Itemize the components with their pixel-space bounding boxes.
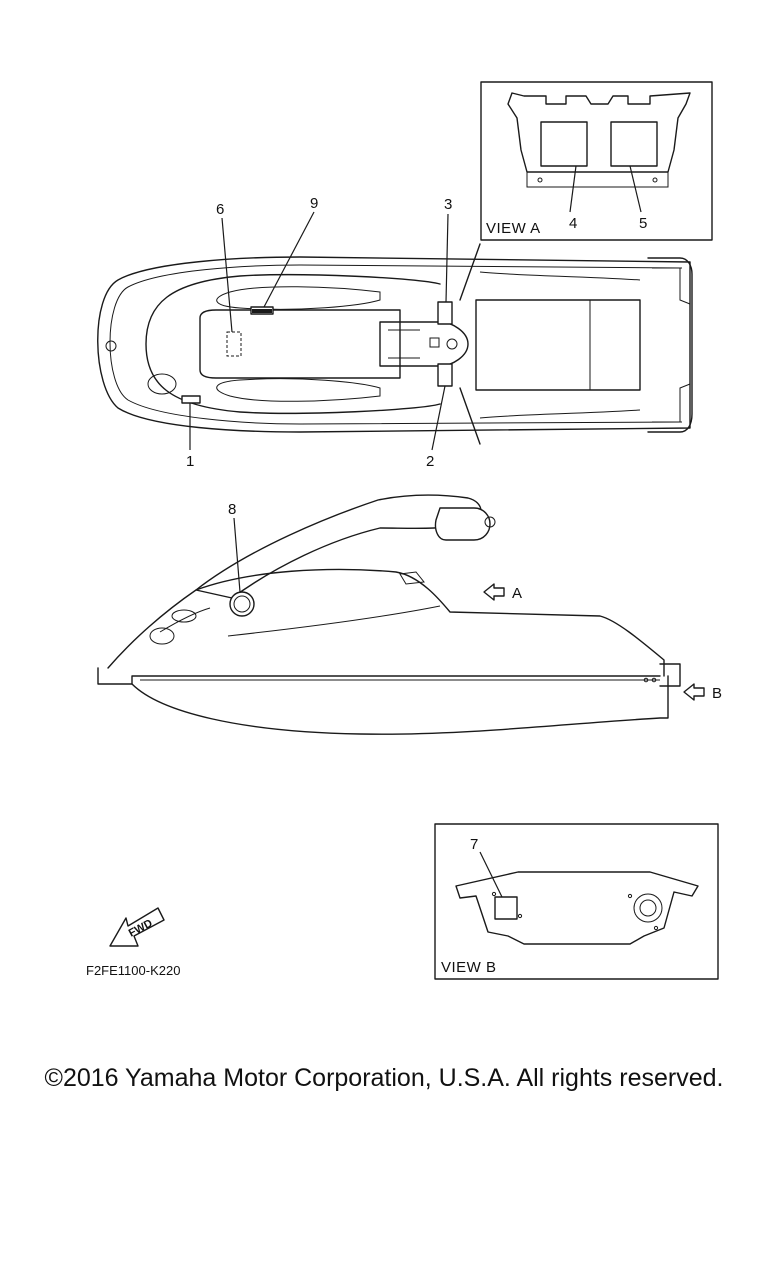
front-hood (199, 309, 401, 379)
deck-fitting (399, 571, 425, 585)
label-1-sticker (181, 395, 201, 404)
handlebar-side (434, 507, 491, 541)
callout-1: 1 (186, 453, 194, 470)
view-b-frame (434, 823, 719, 980)
callout-3: 3 (444, 196, 452, 213)
callout-6: 6 (216, 201, 224, 218)
label-2-grip (437, 363, 453, 387)
view-a-inset: 4 5 VIEW A (480, 81, 713, 241)
callout-5: 5 (639, 215, 647, 232)
stern-bumper (647, 257, 693, 433)
leader-3 (445, 213, 449, 303)
stern-screw (651, 677, 657, 683)
view-b-port (633, 893, 663, 923)
view-b-label: VIEW B (441, 959, 497, 976)
label-4-box (540, 121, 588, 167)
view-b-screw (517, 913, 523, 919)
hull-outline-top (97, 256, 691, 433)
leader-6 (221, 217, 233, 333)
view-b-port-inner (639, 899, 657, 917)
steering-pole (379, 321, 469, 367)
view-a-label: VIEW A (486, 220, 541, 237)
bow-contour (159, 607, 211, 633)
gunwale-bow (97, 667, 661, 685)
handlebar-arm (459, 387, 481, 445)
copyright-notice: ©2016 Yamaha Motor Corporation, U.S.A. A… (44, 1064, 724, 1092)
handlebar-end (484, 516, 496, 528)
fwd-arrow-icon (109, 907, 165, 947)
label-7-box (494, 896, 518, 920)
view-b-screw (627, 893, 633, 899)
diagram-code: F2FE1100-K220 (86, 963, 180, 978)
storage-cap-side (149, 627, 175, 645)
view-a-part-outline (507, 92, 691, 173)
leader-5 (629, 165, 642, 213)
view-a-frame (480, 81, 713, 241)
fwd-indicator: FWD (109, 907, 165, 947)
side-line (479, 409, 641, 419)
view-b-inset: 7 VIEW B (434, 823, 719, 980)
pole-detail (429, 337, 440, 348)
rear-deck-tray (475, 299, 641, 391)
hull-bottom (131, 675, 669, 735)
view-b-screw (653, 925, 659, 931)
top-view: 1 2 3 6 9 (97, 195, 693, 470)
stern-detail (652, 267, 691, 305)
deck-contour (216, 378, 381, 402)
deck-profile (107, 568, 665, 677)
handlebar-arm (459, 243, 481, 301)
leader-9 (263, 211, 315, 308)
view-b-part-outline (455, 871, 699, 945)
view-b-screw (491, 891, 497, 897)
label-9-stripe (252, 309, 272, 313)
stern-step (659, 663, 681, 687)
bow-eye (105, 340, 117, 352)
pole-pivot (446, 338, 458, 350)
label-3-grip (437, 301, 453, 325)
view-a-part-base (526, 172, 669, 188)
hood-edge (227, 605, 441, 637)
stern-detail (652, 383, 691, 423)
side-view: 8 A B (97, 494, 722, 735)
steering-pole-side (195, 494, 482, 599)
view-b-arrow-label: B (712, 685, 722, 702)
callout-4: 4 (569, 215, 577, 232)
callout-9: 9 (310, 195, 318, 212)
callout-2: 2 (426, 453, 434, 470)
storage-cap (147, 373, 177, 395)
side-line (479, 271, 641, 281)
callout-8: 8 (228, 501, 236, 518)
hull-rail-top (109, 264, 683, 425)
stern-screw (643, 677, 649, 683)
deck-outline (145, 274, 441, 414)
view-a-screw (652, 177, 658, 183)
label-5-box (610, 121, 658, 167)
label-6-location (226, 331, 242, 357)
deck-contour (216, 286, 381, 310)
vent (171, 609, 197, 623)
parts-diagram: 4 5 VIEW A (86, 81, 722, 980)
leader-8 (233, 517, 241, 593)
fuel-cap-inner (233, 595, 251, 613)
view-a-arrow-icon (483, 583, 505, 601)
view-a-arrow-label: A (512, 585, 522, 602)
leader-7 (479, 851, 503, 898)
fwd-label: FWD (127, 917, 155, 939)
view-a-screw (537, 177, 543, 183)
view-b-arrow-icon (683, 683, 705, 701)
leader-4 (569, 165, 577, 213)
leader-2 (431, 385, 446, 451)
callout-7: 7 (470, 836, 478, 853)
